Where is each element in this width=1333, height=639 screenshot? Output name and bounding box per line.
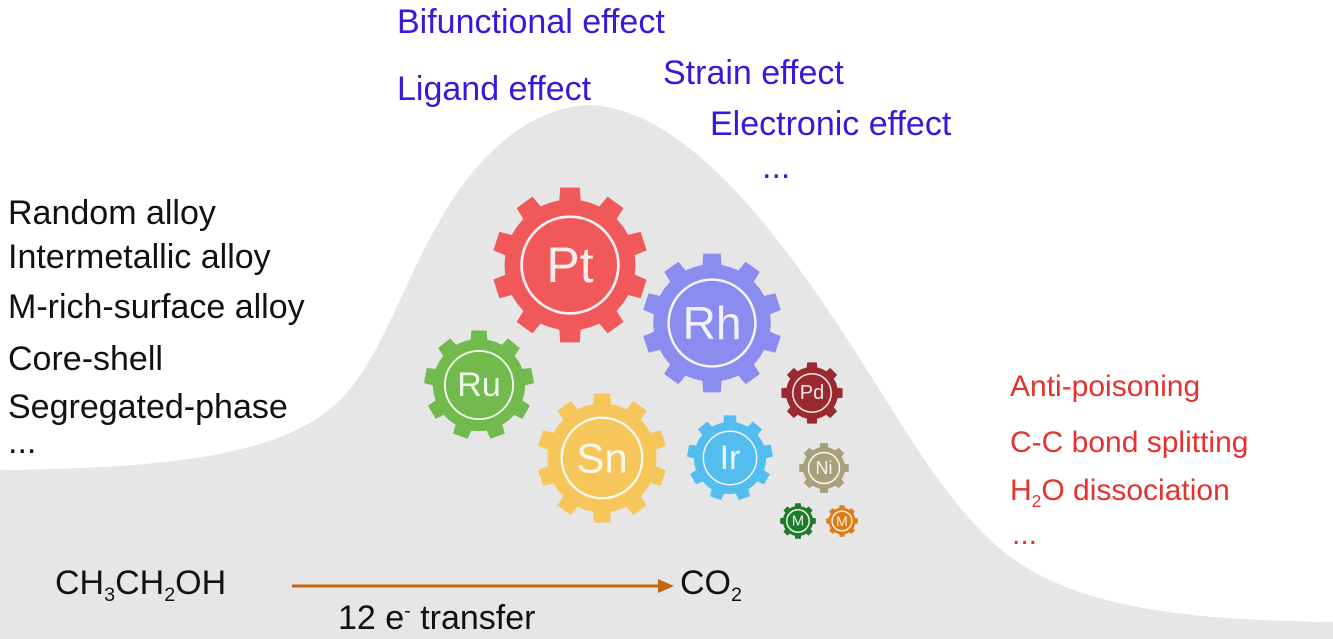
reactant-part-2: CH bbox=[115, 564, 165, 602]
h2o-rest: O dissociation bbox=[1041, 474, 1230, 507]
gear-ring bbox=[792, 373, 832, 413]
gear-body bbox=[538, 393, 666, 523]
gear-pd-5: Pd bbox=[781, 362, 843, 424]
gear-body bbox=[780, 503, 816, 539]
reaction-arrow-head bbox=[658, 579, 674, 593]
gear-label: Pt bbox=[546, 237, 593, 293]
gear-body bbox=[799, 443, 849, 493]
gear-ni-6: Ni bbox=[799, 443, 849, 493]
structure-core-shell: Core-shell bbox=[8, 340, 163, 378]
gear-ir-4: Ir bbox=[687, 415, 773, 501]
gear-ring bbox=[443, 349, 515, 421]
gear-label: Pd bbox=[800, 382, 824, 404]
effect-ligand: Ligand effect bbox=[397, 70, 592, 108]
effect-electronic: Electronic effect bbox=[710, 105, 952, 143]
reactant-sub-1: 3 bbox=[104, 584, 116, 607]
gear-ring bbox=[667, 278, 757, 368]
benefit-cc-bond-splitting: C-C bond splitting bbox=[1010, 426, 1249, 459]
structure-random-alloy: Random alloy bbox=[8, 194, 216, 232]
gear-body bbox=[687, 415, 773, 501]
gear-label: Sn bbox=[576, 435, 627, 482]
gear-label: Ni bbox=[816, 458, 833, 478]
gear-body bbox=[781, 362, 843, 424]
transfer-part-2: transfer bbox=[410, 599, 536, 637]
structure-segregated-phase: Segregated-phase bbox=[8, 388, 288, 426]
product-part-1: CO bbox=[680, 564, 731, 602]
effect-bifunctional: Bifunctional effect bbox=[397, 3, 665, 41]
effect-strain: Strain effect bbox=[663, 54, 844, 92]
gear-body bbox=[493, 187, 647, 343]
benefit-anti-poisoning: Anti-poisoning bbox=[1010, 370, 1201, 403]
effect-ellipsis: ... bbox=[762, 148, 791, 186]
h2o-subscript: 2 bbox=[1031, 490, 1042, 511]
structure-intermetallic-alloy: Intermetallic alloy bbox=[8, 238, 271, 276]
gear-ring bbox=[560, 416, 644, 500]
product-co2: CO2 bbox=[680, 564, 742, 605]
gear-rh-1: Rh bbox=[643, 253, 781, 393]
structure-m-rich-surface-alloy: M-rich-surface alloy bbox=[8, 288, 305, 326]
gear-ring bbox=[831, 510, 853, 532]
gear-m-8: M bbox=[826, 505, 858, 537]
gear-ring bbox=[702, 430, 758, 486]
gear-ring bbox=[807, 451, 841, 485]
structure-ellipsis: ... bbox=[8, 423, 37, 461]
gear-label: Rh bbox=[683, 297, 742, 349]
reactant-sub-2: 2 bbox=[164, 584, 176, 607]
gear-body bbox=[826, 505, 858, 537]
electron-transfer-label: 12 e- transfer bbox=[338, 601, 535, 635]
gear-m-7: M bbox=[780, 503, 816, 539]
gear-ring bbox=[520, 215, 620, 315]
gear-ru-2: Ru bbox=[424, 330, 534, 439]
gear-body bbox=[643, 253, 781, 393]
transfer-part-1: 12 e bbox=[338, 599, 405, 637]
gear-label: M bbox=[836, 513, 848, 529]
benefit-ellipsis: ... bbox=[1012, 518, 1038, 551]
reactant-part-1: CH bbox=[55, 564, 105, 602]
reactant-part-3: OH bbox=[175, 564, 227, 602]
gear-sn-3: Sn bbox=[538, 393, 666, 523]
product-sub-1: 2 bbox=[731, 584, 742, 607]
benefit-h2o-dissociation: H2O dissociation bbox=[1010, 474, 1230, 510]
gear-ring bbox=[786, 509, 810, 533]
gear-body bbox=[424, 330, 534, 439]
gear-label: Ir bbox=[720, 439, 741, 477]
gear-label: M bbox=[792, 513, 805, 530]
gear-label: Ru bbox=[457, 366, 500, 404]
reactant-ethanol: CH3CH2OH bbox=[55, 564, 227, 605]
h2o-h: H bbox=[1010, 474, 1032, 507]
transfer-superscript: - bbox=[404, 600, 411, 623]
gear-pt-0: Pt bbox=[493, 187, 647, 343]
